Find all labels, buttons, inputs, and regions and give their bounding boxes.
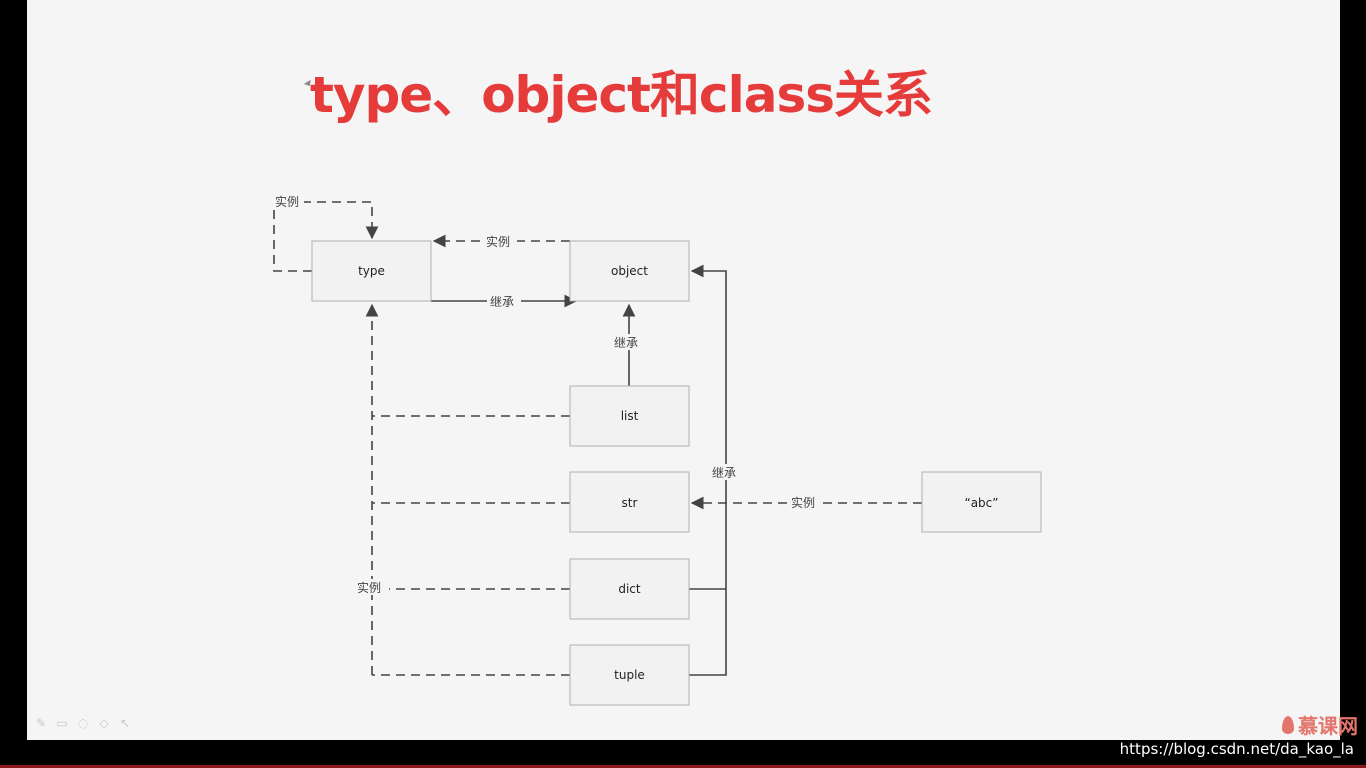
url-watermark: https://blog.csdn.net/da_kao_la [1119,740,1354,758]
edge-labels: 实例 实例 继承 继承 继承 实例 实例 [272,193,822,595]
node-object-label: object [611,264,648,278]
pencil-icon[interactable]: ✎ [35,716,47,730]
node-type: type [311,240,432,302]
brand-name: 慕课网 [1298,714,1358,738]
node-str: str [569,471,690,533]
video-progress-bar[interactable] [0,765,1366,768]
label-object-type-instance: 实例 [486,234,510,249]
node-abc: “abc” [921,471,1042,533]
eraser-icon[interactable]: ◌ [77,716,89,730]
label-type-object-inherit: 继承 [490,295,514,309]
node-dict: dict [569,558,690,620]
node-type-label: type [358,264,385,278]
node-str-label: str [622,496,638,510]
node-dict-label: dict [618,582,641,596]
node-object: object [569,240,690,302]
slide-title: type、object和class关系 [310,66,933,124]
annotation-toolbar: ✎ ▭ ◌ ◇ ↖ [34,716,132,730]
highlighter-icon[interactable]: ◇ [99,716,109,730]
card-icon[interactable]: ▭ [56,716,68,730]
pointer-icon[interactable]: ↖ [119,716,131,730]
label-abc-str-instance: 实例 [791,495,815,510]
brand-logo: 慕课网 [1282,710,1358,739]
label-bus-inherit: 继承 [712,466,736,480]
node-tuple-label: tuple [614,668,645,682]
label-builtin-type-instance: 实例 [357,580,381,595]
node-list-label: list [621,409,639,423]
node-tuple: tuple [569,644,690,706]
node-abc-label: “abc” [964,496,998,510]
label-type-self-instance: 实例 [275,194,299,209]
flame-icon [1282,715,1294,734]
label-list-object-inherit: 继承 [614,336,638,350]
node-list: list [569,385,690,447]
